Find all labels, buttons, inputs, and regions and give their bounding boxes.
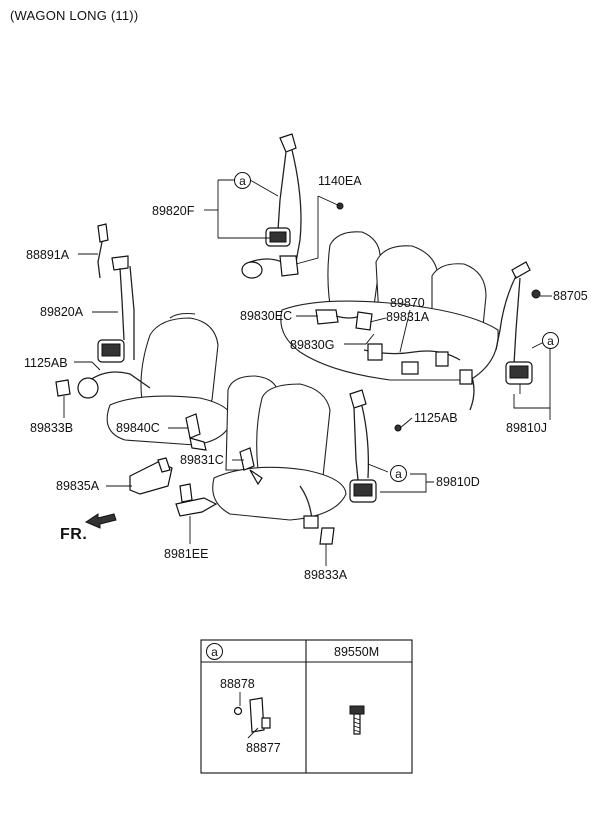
callout-a-mid: a xyxy=(390,465,407,482)
label-89810d: 89810D xyxy=(436,475,480,489)
label-89831c: 89831C xyxy=(180,453,224,467)
front-right-seat xyxy=(212,375,347,521)
diagram-title: (WAGON LONG (11)) xyxy=(10,8,139,23)
front-direction-label: FR. xyxy=(60,526,88,543)
label-89820f: 89820F xyxy=(152,204,195,218)
belt-89810j-assembly xyxy=(459,261,541,411)
label-88891a: 88891A xyxy=(26,248,70,262)
belt-89810d-assembly xyxy=(299,389,402,545)
label-89831a: 89831A xyxy=(386,310,430,324)
legend-header-89550m: 89550M xyxy=(334,645,380,659)
label-89810j: 89810J xyxy=(506,421,548,435)
front-buckles xyxy=(129,202,344,517)
label-89830ec: 89830EC xyxy=(240,309,293,323)
label-89830g: 89830G xyxy=(290,338,335,352)
front-direction-arrow xyxy=(84,513,117,529)
label-1140ea: 1140EA xyxy=(318,174,362,188)
label-89833b: 89833B xyxy=(30,421,74,435)
legend-callout-a: a xyxy=(206,643,223,660)
callout-a-right: a xyxy=(542,332,559,349)
label-88705: 88705 xyxy=(553,289,588,303)
label-89835a: 89835A xyxy=(56,479,100,493)
belt-89820a-assembly xyxy=(55,223,151,399)
label-89833a: 89833A xyxy=(304,568,348,582)
label-89840c: 89840C xyxy=(116,421,160,435)
callout-a-top: a xyxy=(234,172,251,189)
label-88877: 88877 xyxy=(246,741,281,755)
belt-89820f-assembly xyxy=(241,133,302,279)
label-1125ab-left: 1125AB xyxy=(24,356,68,370)
leader-lines xyxy=(63,179,552,566)
rear-centre-belt xyxy=(315,309,461,375)
label-89870: 89870 xyxy=(390,296,425,310)
legend-table xyxy=(200,639,413,774)
label-88878: 88878 xyxy=(220,677,255,691)
front-left-seat xyxy=(106,312,233,446)
label-8981ee: 8981EE xyxy=(164,547,209,561)
label-1125ab-mid: 1125AB xyxy=(414,411,458,425)
label-89820a: 89820A xyxy=(40,305,84,319)
